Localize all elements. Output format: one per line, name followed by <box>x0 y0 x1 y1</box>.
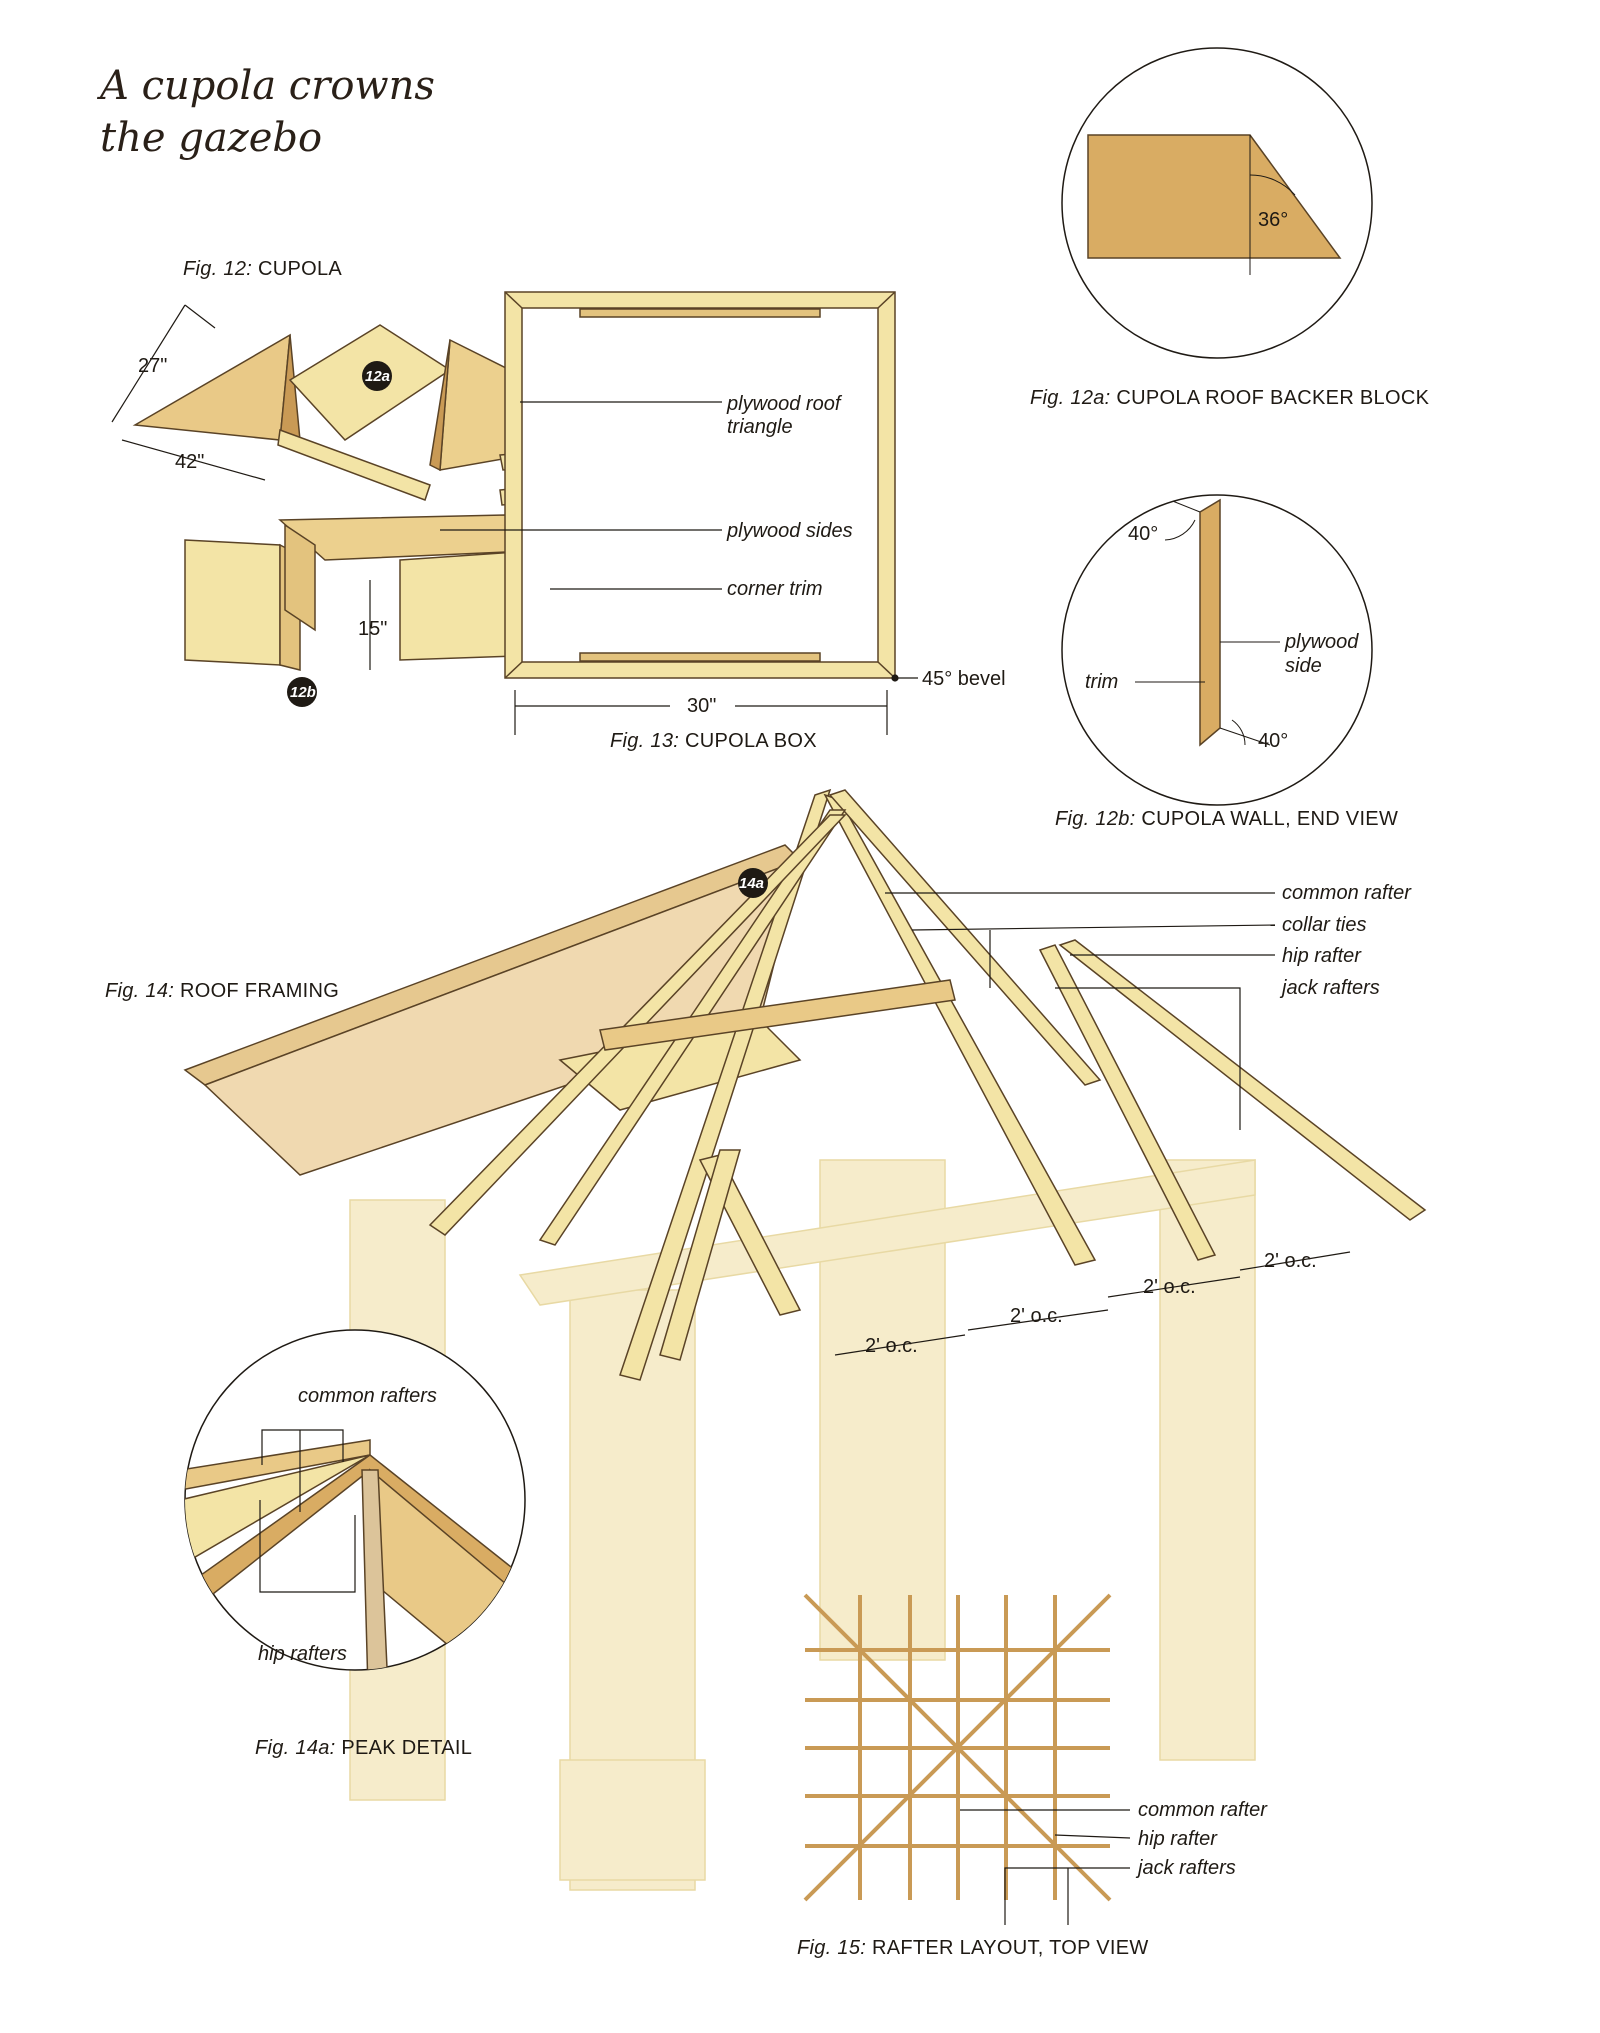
title-line-2: the gazebo <box>100 115 323 161</box>
fig14-caption: Fig. 14: ROOF FRAMING <box>105 980 340 1002</box>
fig13-bevel: 45° bevel <box>922 668 1006 690</box>
fig12b-trim-label: trim <box>1085 671 1118 693</box>
page-title: A cupola crowns the gazebo <box>100 60 435 164</box>
fig14-spacing-4: 2' o.c. <box>1264 1250 1317 1272</box>
fig12b-side-label-2: side <box>1285 655 1322 677</box>
fig14-spacing-dims <box>834 1251 1351 1356</box>
fig12b-angle-bottom: 40° <box>1258 730 1288 752</box>
fig14-spacing-1: 2' o.c. <box>865 1335 918 1357</box>
fig15-rafter-layout <box>803 1593 1112 1902</box>
badge-12a: 12a <box>365 368 390 385</box>
fig12b-side-label-1: plywood <box>1284 631 1359 653</box>
fig15-caption: Fig. 15: RAFTER LAYOUT, TOP VIEW <box>797 1937 1149 1959</box>
fig14-common-label: common rafter <box>1282 882 1412 904</box>
fig12b-wall-end <box>1135 498 1280 747</box>
fig12-roof-label: plywood roof <box>726 393 843 415</box>
fig12-dim-27: 27" <box>138 355 167 377</box>
fig14-hip-label: hip rafter <box>1282 945 1362 967</box>
fig12-sides-label: plywood sides <box>726 520 853 542</box>
fig14-jack-label: jack rafters <box>1279 977 1380 999</box>
callout-leaders <box>440 401 1276 1925</box>
fig12b-caption: Fig. 12b: CUPOLA WALL, END VIEW <box>1055 808 1399 830</box>
fig14-collar-label: collar ties <box>1282 914 1366 936</box>
badges <box>287 361 768 898</box>
fig14-spacing-2: 2' o.c. <box>1010 1305 1063 1327</box>
title-line-1: A cupola crowns <box>100 63 435 109</box>
fig12-trim-label: corner trim <box>727 578 823 600</box>
fig12-dim-42: 42" <box>175 451 204 473</box>
fig13-dim-30: 30" <box>687 695 716 717</box>
fig13-caption: Fig. 13: CUPOLA BOX <box>610 730 817 752</box>
fig15-common-label: common rafter <box>1138 1799 1268 1821</box>
fig14a-hip-label: hip rafters <box>258 1643 347 1665</box>
badge-12b: 12b <box>290 684 316 701</box>
fig12-dimensions <box>111 304 371 670</box>
fig15-jack-label: jack rafters <box>1135 1857 1236 1879</box>
fig14a-caption: Fig. 14a: PEAK DETAIL <box>255 1737 473 1759</box>
fig12a-angle: 36° <box>1258 209 1288 231</box>
fig14-rafters <box>428 788 1427 1381</box>
fig12-roof-label-2: triangle <box>727 416 793 438</box>
fig12a-backer-block <box>1087 134 1342 275</box>
fig12a-caption: Fig. 12a: CUPOLA ROOF BACKER BLOCK <box>1030 387 1430 409</box>
fig14a-callout-lines <box>259 1429 356 1593</box>
fig13-cupola-box <box>504 291 896 679</box>
fig14-spacing-3: 2' o.c. <box>1143 1276 1196 1298</box>
badge-14a: 14a <box>739 875 764 892</box>
fig14a-common-label: common rafters <box>298 1385 437 1407</box>
fig12-caption: Fig. 12: CUPOLA <box>183 258 343 280</box>
fig12b-angle-top: 40° <box>1128 523 1158 545</box>
fig15-hip-label: hip rafter <box>1138 1828 1218 1850</box>
fig13-dimension <box>514 674 918 735</box>
fig12-dim-15: 15" <box>358 618 387 640</box>
